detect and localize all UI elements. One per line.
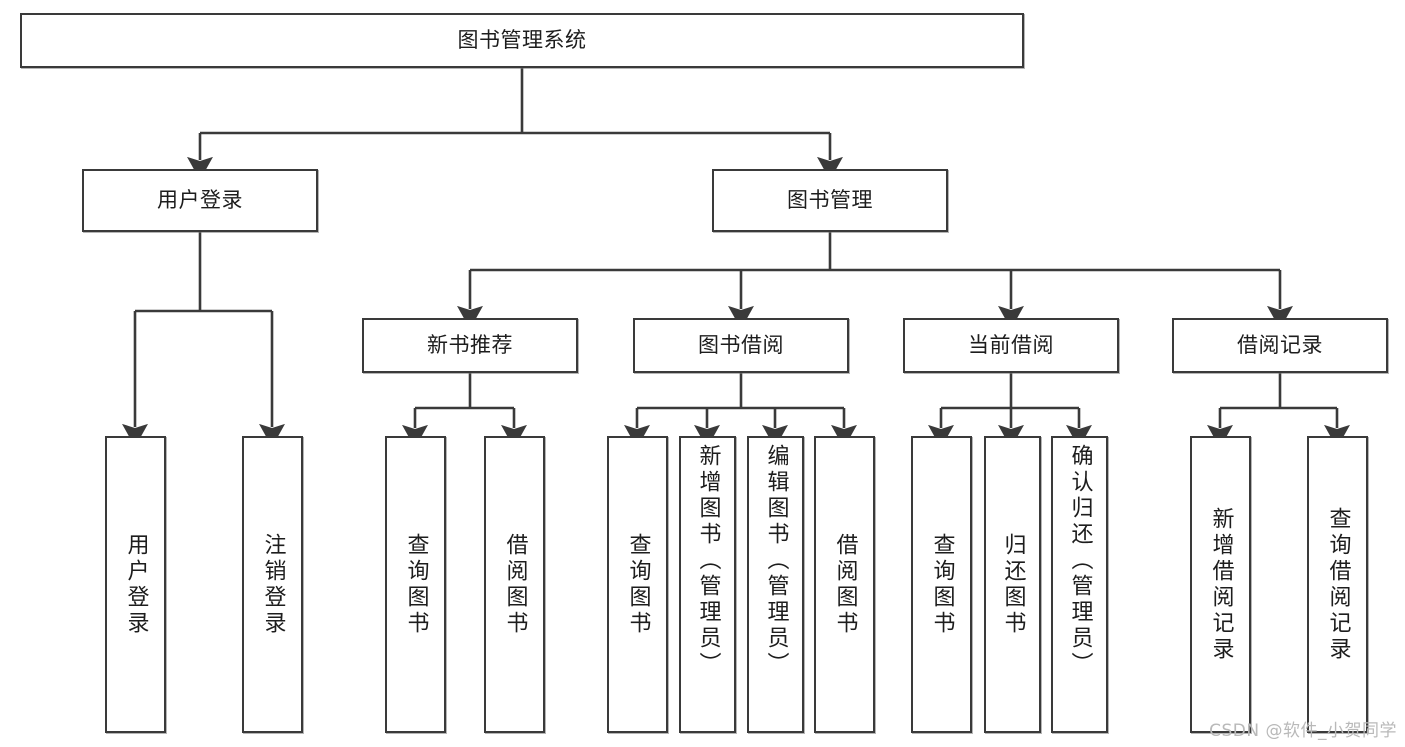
leaf-node-label: 查询图书	[403, 532, 429, 637]
connector-group-new-book	[402, 373, 527, 449]
leaf-node-label: 新增借阅记录	[1208, 506, 1234, 663]
leaf-node[interactable]: 查询图书	[911, 436, 972, 733]
leaf-node-label: 编辑图书（管理员）	[763, 444, 789, 678]
csdn-watermark: CSDN @软件_小贺同学	[1209, 721, 1397, 741]
node-book-borrow[interactable]: 图书借阅	[633, 318, 849, 373]
leaf-node-label: 查询图书	[929, 532, 955, 637]
leaf-node-label: 查询图书	[625, 532, 651, 637]
leaf-node[interactable]: 查询借阅记录	[1307, 436, 1368, 733]
leaf-node[interactable]: 新增借阅记录	[1190, 436, 1251, 733]
node-book-management-label: 图书管理	[787, 188, 873, 213]
connector-group-current-borrow	[928, 373, 1092, 449]
node-current-borrow-label: 当前借阅	[968, 333, 1054, 358]
leaf-node[interactable]: 确认归还（管理员）	[1051, 436, 1108, 733]
leaf-node[interactable]: 新增图书（管理员）	[679, 436, 736, 733]
leaf-node-label: 注销登录	[260, 532, 286, 637]
node-new-book-recommend[interactable]: 新书推荐	[362, 318, 578, 373]
connector-group-book-manage	[457, 232, 1293, 330]
leaf-node[interactable]: 查询图书	[385, 436, 446, 733]
node-new-book-recommend-label: 新书推荐	[427, 333, 513, 358]
leaf-node[interactable]: 借阅图书	[814, 436, 875, 733]
node-borrow-records[interactable]: 借阅记录	[1172, 318, 1388, 373]
leaf-node[interactable]: 查询图书	[607, 436, 668, 733]
leaf-node[interactable]: 注销登录	[242, 436, 303, 733]
connector-group-user-login	[122, 232, 285, 448]
node-root[interactable]: 图书管理系统	[20, 13, 1024, 68]
node-book-borrow-label: 图书借阅	[698, 333, 784, 358]
connector-group-borrow	[624, 373, 857, 449]
leaf-node[interactable]: 借阅图书	[484, 436, 545, 733]
node-user-login[interactable]: 用户登录	[82, 169, 318, 232]
leaf-node-label: 归还图书	[1000, 532, 1026, 637]
node-borrow-records-label: 借阅记录	[1237, 333, 1323, 358]
leaf-node[interactable]: 归还图书	[984, 436, 1041, 733]
connector-group-records	[1207, 373, 1350, 449]
leaf-node-label: 确认归还（管理员）	[1067, 444, 1093, 678]
connector-group-root	[187, 68, 843, 181]
node-user-login-label: 用户登录	[157, 188, 243, 213]
leaf-node-label: 借阅图书	[832, 532, 858, 637]
leaf-node-label: 用户登录	[123, 532, 149, 637]
leaf-node-label: 查询借阅记录	[1325, 506, 1351, 663]
leaf-node-label: 借阅图书	[502, 532, 528, 637]
leaf-node-label: 新增图书（管理员）	[695, 444, 721, 678]
leaf-node[interactable]: 编辑图书（管理员）	[747, 436, 804, 733]
node-book-management[interactable]: 图书管理	[712, 169, 948, 232]
leaf-node[interactable]: 用户登录	[105, 436, 166, 733]
node-root-label: 图书管理系统	[457, 28, 587, 53]
node-current-borrow[interactable]: 当前借阅	[903, 318, 1119, 373]
